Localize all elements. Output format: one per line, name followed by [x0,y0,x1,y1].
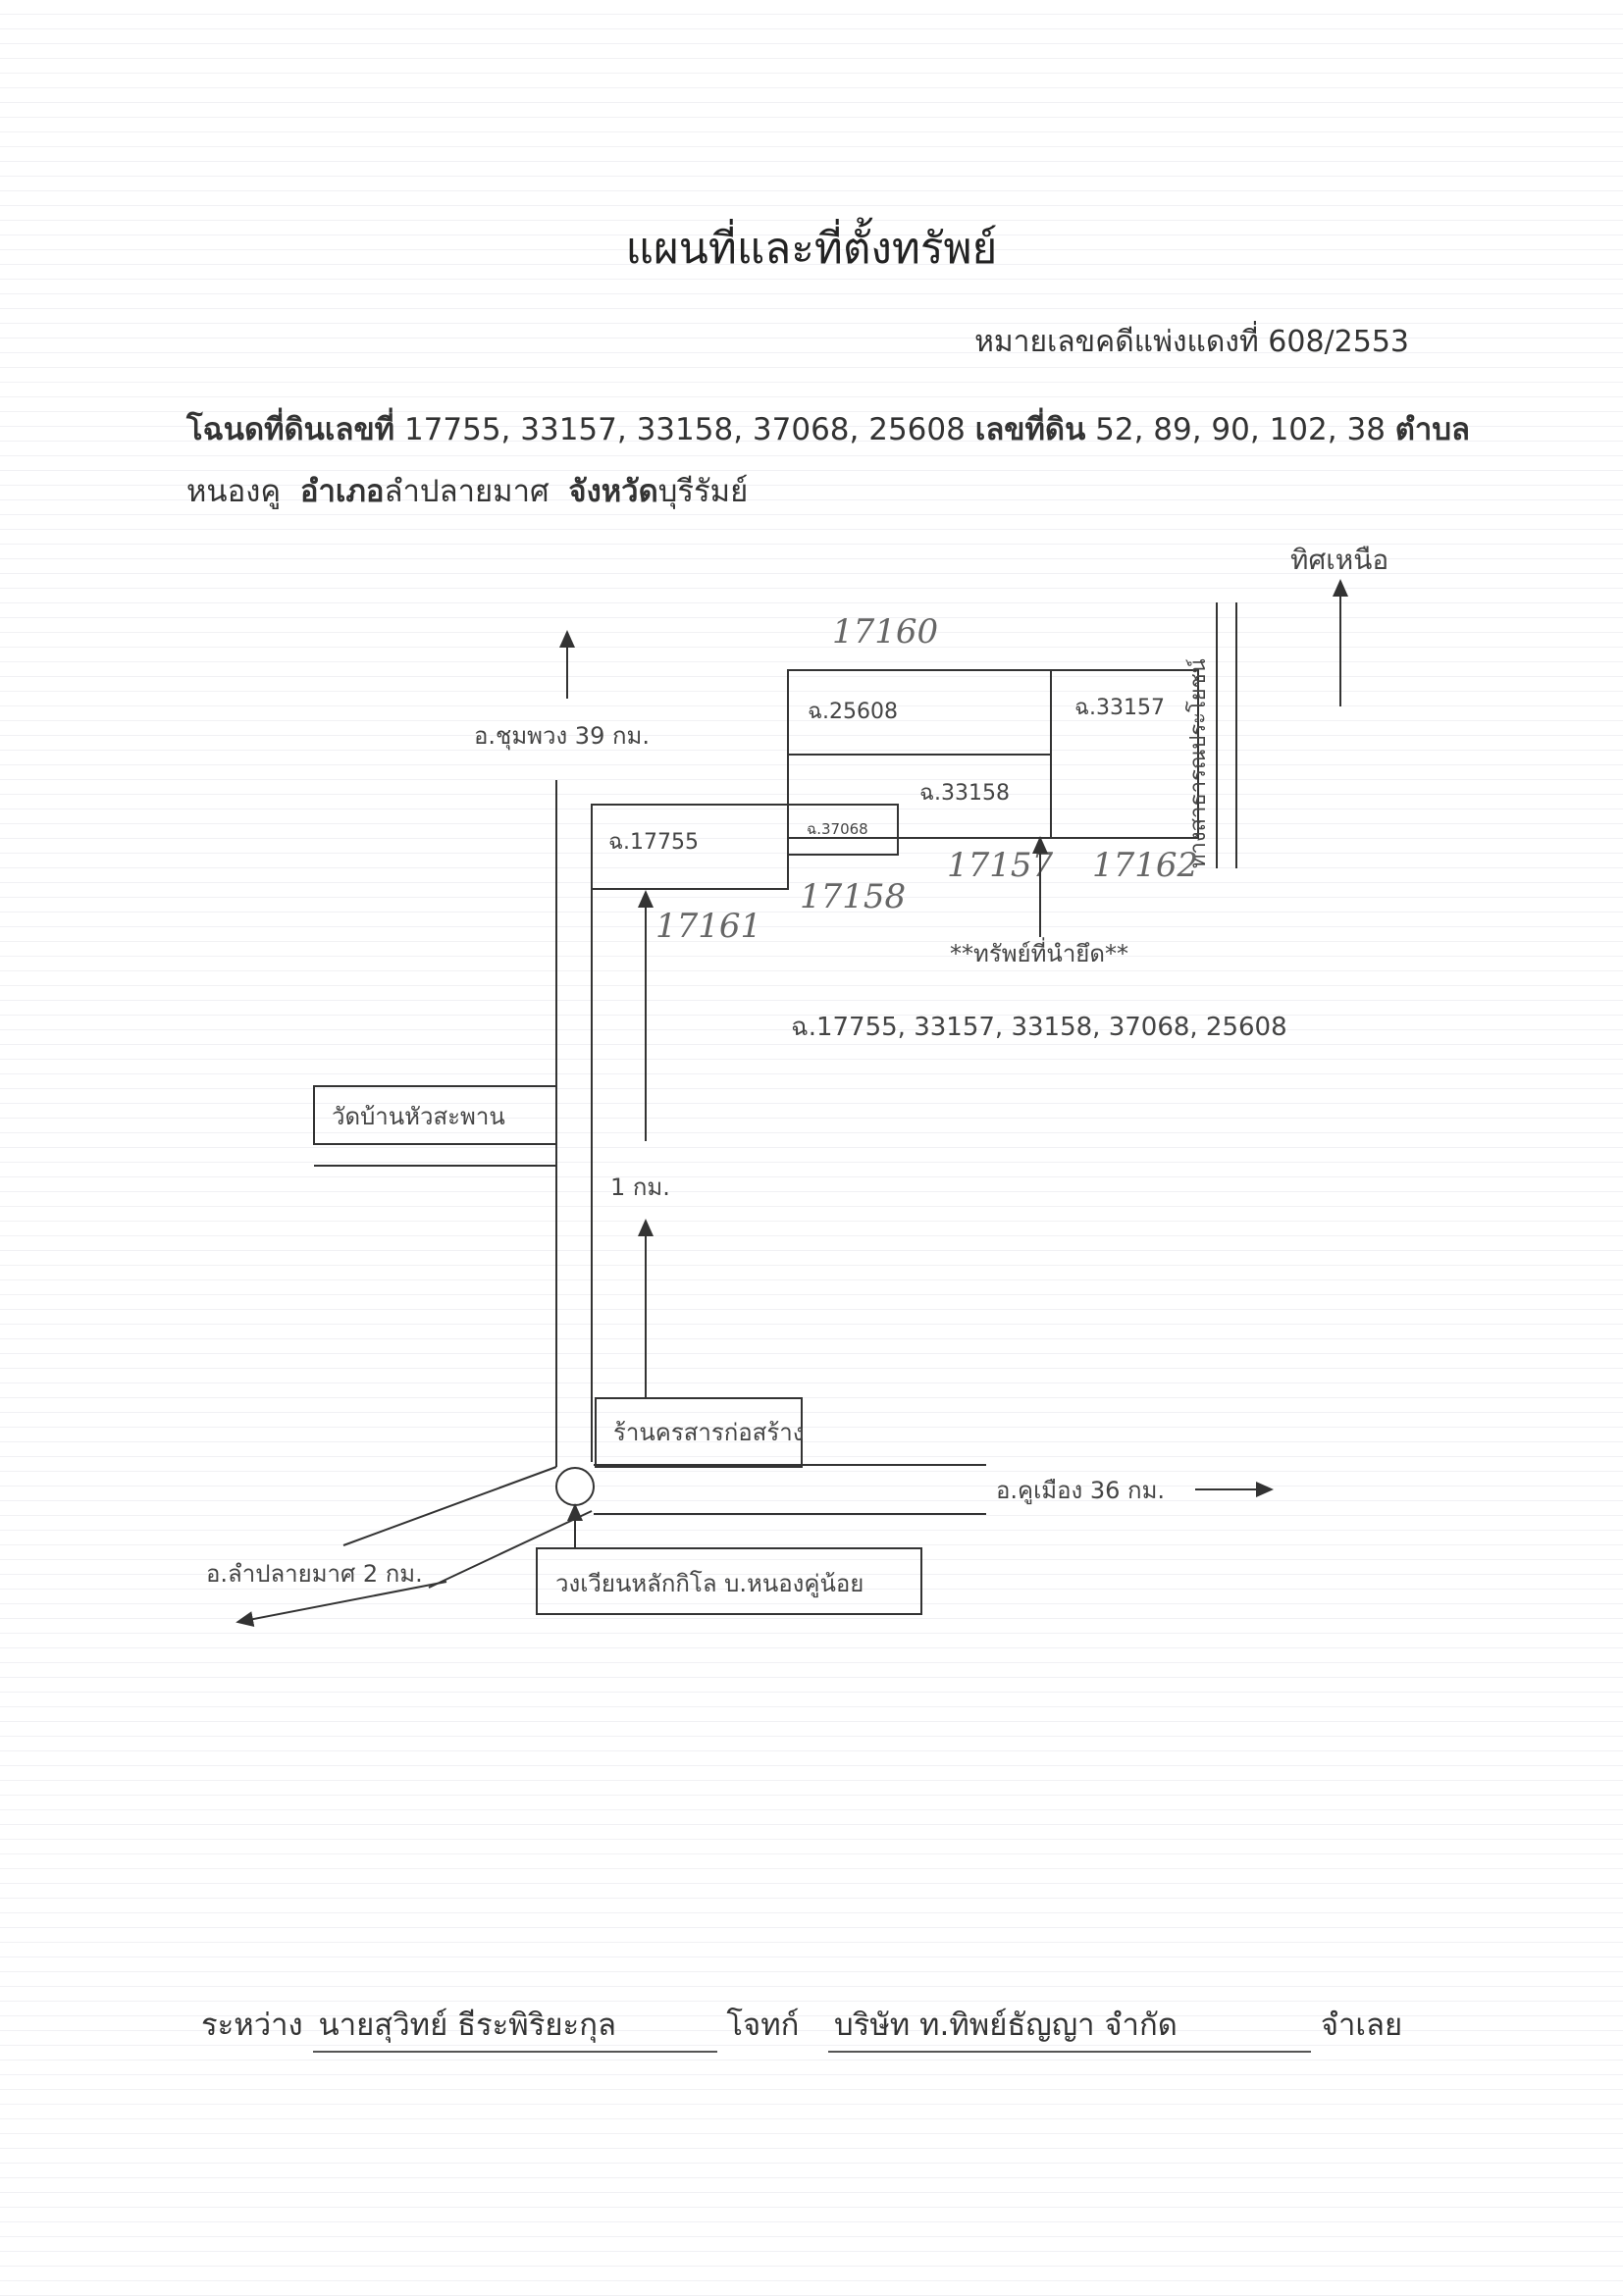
handwritten-17161: 17161 [655,907,761,946]
page-title: แผนที่และที่ตั้งทรัพย์ [625,224,998,274]
between-label: ระหว่าง [201,2008,303,2043]
province-value: บุรีรัมย์ [657,474,749,509]
plaintiff-name: นายสุวิทย์ ธีระพิริยะกุล [312,2000,717,2053]
road-southwest-north-edge [342,1466,557,1546]
shop-label: ร้านครสารก่อสร้าง [613,1419,804,1446]
parcel-17755-label: ฉ.17755 [608,830,699,855]
to-mueang-label: อ.คูเมือง 36 กม. [996,1477,1165,1505]
defendant-name: บริษัท ท.ทิพย์ธัญญา จำกัด [828,2000,1311,2053]
shop-box [595,1397,803,1468]
land-number-label: เลขที่ดิน [974,412,1086,447]
temple-box [313,1085,557,1145]
location-line: หนองคู อำเภอลำปลายมาศ จังหวัดบุรีรัมย์ [186,466,748,515]
to-lamplaimat-label: อ.ลำปลายมาศ 2 กม. [206,1560,423,1588]
parcel-37068-label: ฉ.37068 [807,820,868,838]
seized-label: **ทรัพย์ที่นำยึด** [950,937,1128,967]
road-southwest-south-edge [428,1510,593,1589]
handwritten-17162: 17162 [1092,846,1198,885]
seized-deeds-label: ฉ.17755, 33157, 33158, 37068, 25608 [791,1013,1287,1042]
land-numbers: 52, 89, 90, 102, 38 [1095,412,1386,447]
district-value: ลำปลายมาศ [384,474,550,509]
parcel-33157-label: ฉ.33157 [1074,696,1165,720]
parcel-25608-label: ฉ.25608 [808,700,898,724]
handwritten-17158: 17158 [800,877,906,916]
to-chumphuang-label: อ.ชุมพวง 39 กม. [474,722,650,751]
temple-label: วัดบ้านหัวสะพาน [332,1103,505,1130]
public-way-label: ทางสาธารณประโยชน์ [1185,658,1211,868]
deed-numbers: 17755, 33157, 33158, 37068, 25608 [403,412,966,447]
parcel-33158-label: ฉ.33158 [919,781,1010,806]
lamplaimat-arrow-icon [236,1581,447,1627]
subdistrict-value: หนองคู [186,474,282,509]
deed-label: โฉนดที่ดินเลขที่ [186,412,395,447]
defendant-label: จำเลย [1320,2008,1403,2043]
roundabout-box [536,1547,922,1615]
province-label: จังหวัด [568,474,658,509]
deed-line: โฉนดที่ดินเลขที่ 17755, 33157, 33158, 37… [186,404,1470,453]
plaintiff-label: โจทก์ [726,2008,800,2043]
north-label: ทิศเหนือ [1290,544,1388,576]
case-number: หมายเลขคดีแพ่งแดงที่ 608/2553 [974,325,1409,359]
roundabout-icon [555,1467,595,1506]
subdistrict-label: ตำบล [1394,412,1470,447]
handwritten-17160: 17160 [832,612,938,652]
handwritten-17157: 17157 [947,846,1054,885]
roundabout-label: วงเวียนหลักกิโล บ.หนองคู่น้อย [555,1570,864,1598]
district-label: อำเภอ [299,474,385,509]
parcel-37068 [787,804,899,856]
footer-line: ระหว่าง นายสุวิทย์ ธีระพิริยะกุล โจทก์ บ… [201,2000,1402,2053]
distance-1km-label: 1 กม. [610,1174,670,1201]
